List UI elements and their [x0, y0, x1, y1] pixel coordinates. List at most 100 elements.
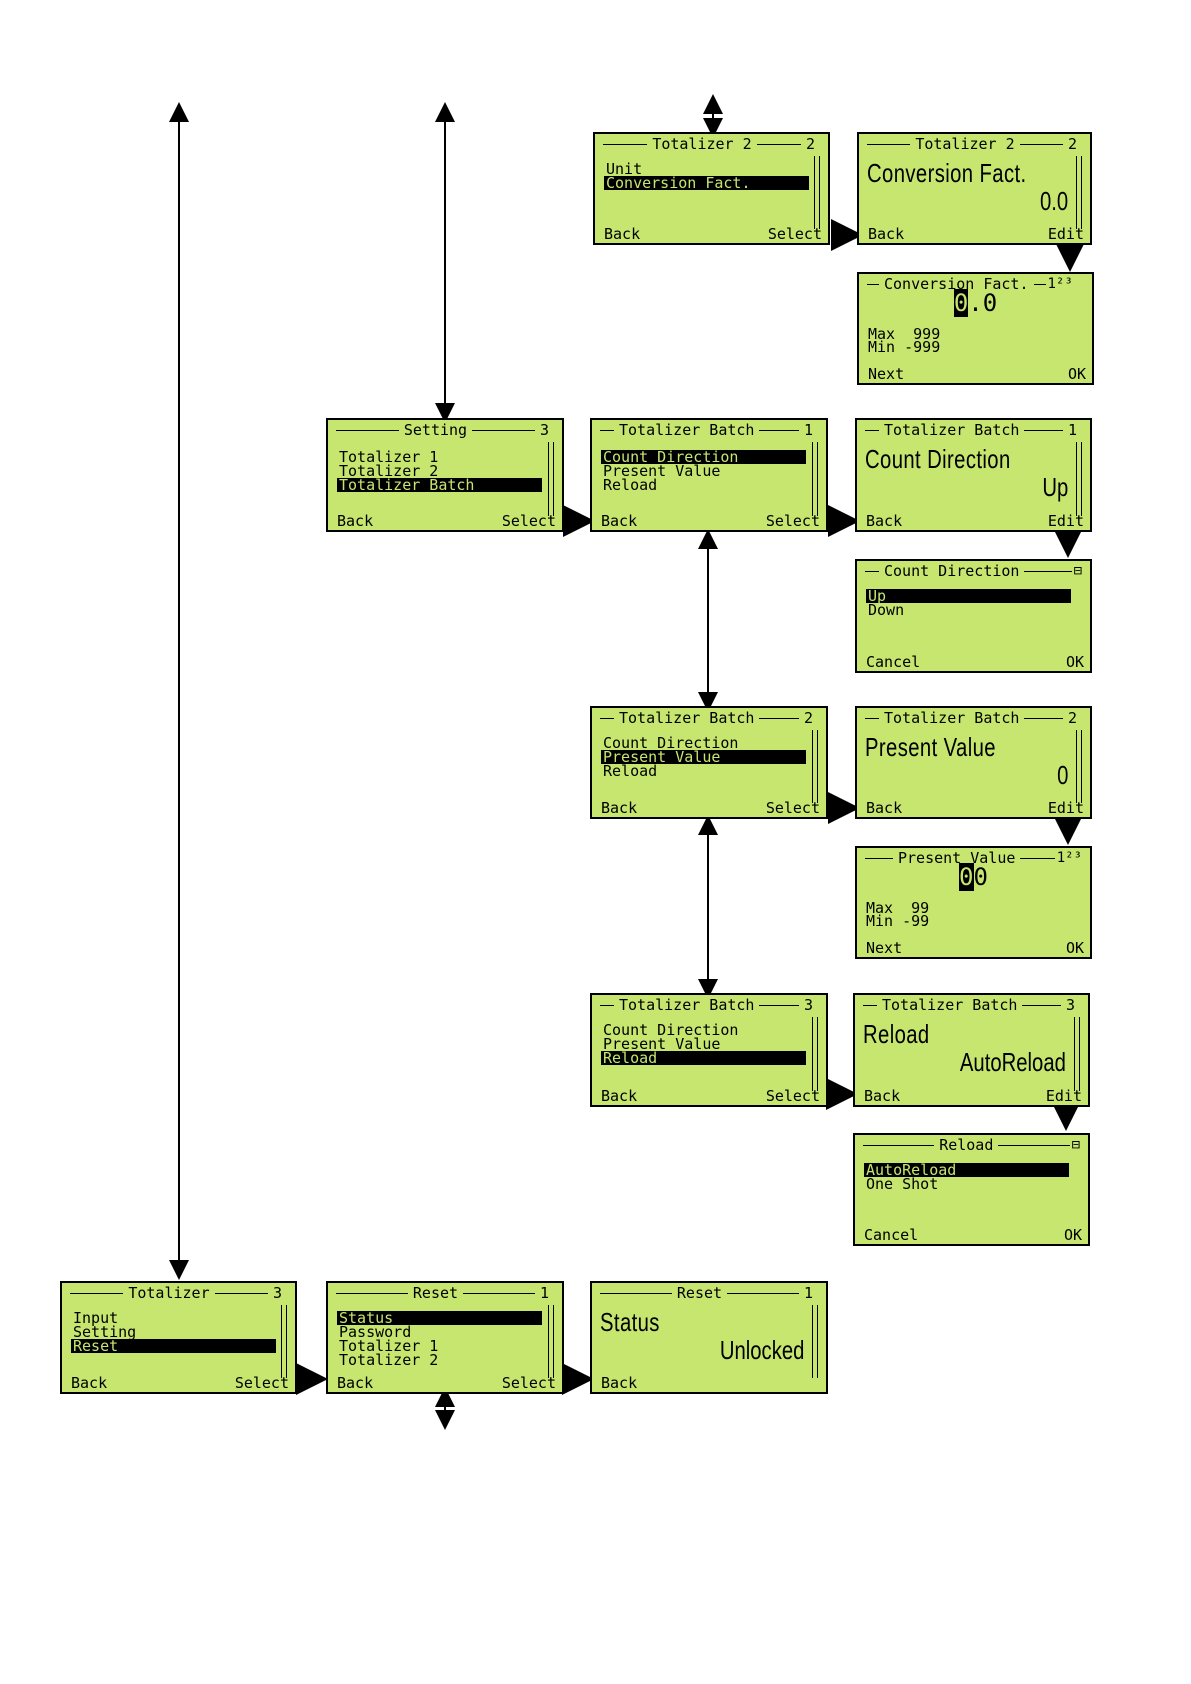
cancel-button[interactable]: Cancel	[866, 653, 921, 671]
input-value[interactable]: .0	[968, 289, 998, 317]
menu-item-totalizer-1[interactable]: Totalizer 1	[339, 448, 439, 466]
ok-button[interactable]: OK	[1067, 365, 1086, 383]
list-select-icon: ⊟	[1073, 563, 1082, 579]
back-button[interactable]: Back	[604, 225, 641, 243]
scrollbar	[1076, 156, 1082, 229]
screen-number: 2	[1067, 709, 1077, 727]
menu-item-reload[interactable]: Reload	[601, 1051, 806, 1066]
screen-number: 2	[803, 709, 813, 727]
menu-item-count-direction[interactable]: Count Direction	[603, 1021, 739, 1039]
menu-item-present-value[interactable]: Present Value	[603, 462, 721, 480]
input-value[interactable]: 0	[973, 863, 988, 891]
scrollbar	[281, 1305, 287, 1378]
back-button[interactable]: Back	[864, 1087, 901, 1105]
menu-item-present-value[interactable]: Present Value	[601, 750, 806, 765]
select-button[interactable]: Select	[501, 512, 556, 530]
screen-title: Totalizer Batch	[884, 709, 1020, 727]
back-button[interactable]: Back	[868, 225, 905, 243]
menu-item-reset[interactable]: Reset	[71, 1339, 276, 1354]
ok-button[interactable]: OK	[1065, 653, 1084, 671]
back-button[interactable]: Back	[71, 1374, 108, 1392]
select-button[interactable]: Select	[765, 1087, 820, 1105]
menu-item-conversion-fact[interactable]: Conversion Fact.	[604, 176, 809, 191]
menu-item-totalizer-batch[interactable]: Totalizer Batch	[337, 478, 542, 493]
min-limit: Min -999	[868, 338, 941, 356]
menu-item-totalizer-2[interactable]: Totalizer 2	[339, 1351, 439, 1369]
screen-title: Setting	[403, 421, 468, 439]
scrollbar	[1076, 730, 1082, 803]
menu-item-count-direction[interactable]: Count Direction	[603, 734, 739, 752]
screen-number: 3	[539, 421, 549, 439]
select-button[interactable]: Select	[765, 799, 820, 817]
select-button[interactable]: Select	[767, 225, 822, 243]
screen-number: 1	[1067, 421, 1077, 439]
menu-item-status[interactable]: Status	[337, 1311, 542, 1326]
edit-button[interactable]: Edit	[1047, 225, 1084, 243]
screen-title: Present Value	[898, 849, 1016, 867]
back-button[interactable]: Back	[601, 1374, 638, 1392]
numeric-input-icon: 1²³	[1056, 850, 1082, 866]
back-button[interactable]: Back	[866, 799, 903, 817]
select-button[interactable]: Select	[765, 512, 820, 530]
menu-item-totalizer-1[interactable]: Totalizer 1	[339, 1337, 439, 1355]
edit-button[interactable]: Edit	[1047, 512, 1084, 530]
numeric-input-icon: 1²³	[1047, 276, 1073, 292]
menu-item-reload[interactable]: Reload	[603, 476, 658, 494]
screen-title: Totalizer Batch	[619, 709, 755, 727]
scrollbar	[812, 1305, 818, 1378]
cancel-button[interactable]: Cancel	[864, 1226, 919, 1244]
back-button[interactable]: Back	[866, 512, 903, 530]
screen-title: Reload	[939, 1136, 994, 1154]
value-display: 0	[1056, 760, 1068, 790]
screen-number: 1	[803, 1284, 813, 1302]
max-limit: Max 99	[866, 899, 930, 917]
scrollbar	[1076, 442, 1082, 516]
menu-item-setting[interactable]: Setting	[73, 1323, 137, 1341]
edit-button[interactable]: Edit	[1047, 799, 1084, 817]
screen-number: 2	[1067, 135, 1077, 153]
select-button[interactable]: Select	[234, 1374, 289, 1392]
back-button[interactable]: Back	[337, 1374, 374, 1392]
back-button[interactable]: Back	[601, 799, 638, 817]
option-up[interactable]: Up	[866, 589, 1071, 604]
select-button[interactable]: Select	[501, 1374, 556, 1392]
ok-button[interactable]: OK	[1063, 1226, 1082, 1244]
option-autoreload[interactable]: AutoReload	[864, 1163, 1069, 1178]
value-label: Present Value	[865, 732, 996, 762]
edit-button[interactable]: Edit	[1045, 1087, 1082, 1105]
screen-number: 3	[803, 996, 813, 1014]
menu-item-password[interactable]: Password	[339, 1323, 412, 1341]
screen-title: Reset	[412, 1284, 459, 1302]
screen-setting-menu: Setting 3 Totalizer 1 Totalizer 2 Totaliz…	[326, 418, 564, 532]
back-button[interactable]: Back	[601, 1087, 638, 1105]
menu-item-present-value[interactable]: Present Value	[603, 1035, 721, 1053]
value-display: 0.0	[1039, 186, 1068, 216]
input-cursor[interactable]: 0	[959, 863, 974, 891]
screen-reload-edit: Reload⊟ AutoReload One Shot Cancel OK	[853, 1133, 1090, 1246]
scrollbar	[1074, 1017, 1080, 1091]
menu-item-count-direction[interactable]: Count Direction	[601, 450, 806, 465]
menu-item-unit[interactable]: Unit	[606, 160, 643, 178]
option-down[interactable]: Down	[868, 601, 905, 619]
option-one-shot[interactable]: One Shot	[866, 1175, 939, 1193]
ok-button[interactable]: OK	[1065, 939, 1084, 957]
next-button[interactable]: Next	[866, 939, 903, 957]
back-button[interactable]: Back	[601, 512, 638, 530]
value-display: AutoReload	[960, 1047, 1066, 1077]
back-button[interactable]: Back	[337, 512, 374, 530]
input-cursor[interactable]: 0	[953, 289, 969, 317]
menu-item-reload[interactable]: Reload	[603, 762, 658, 780]
menu-item-totalizer-2[interactable]: Totalizer 2	[339, 462, 439, 480]
scrollbar	[812, 442, 818, 516]
menu-item-input[interactable]: Input	[73, 1309, 119, 1327]
next-button[interactable]: Next	[868, 365, 905, 383]
min-limit: Min -99	[866, 912, 930, 930]
